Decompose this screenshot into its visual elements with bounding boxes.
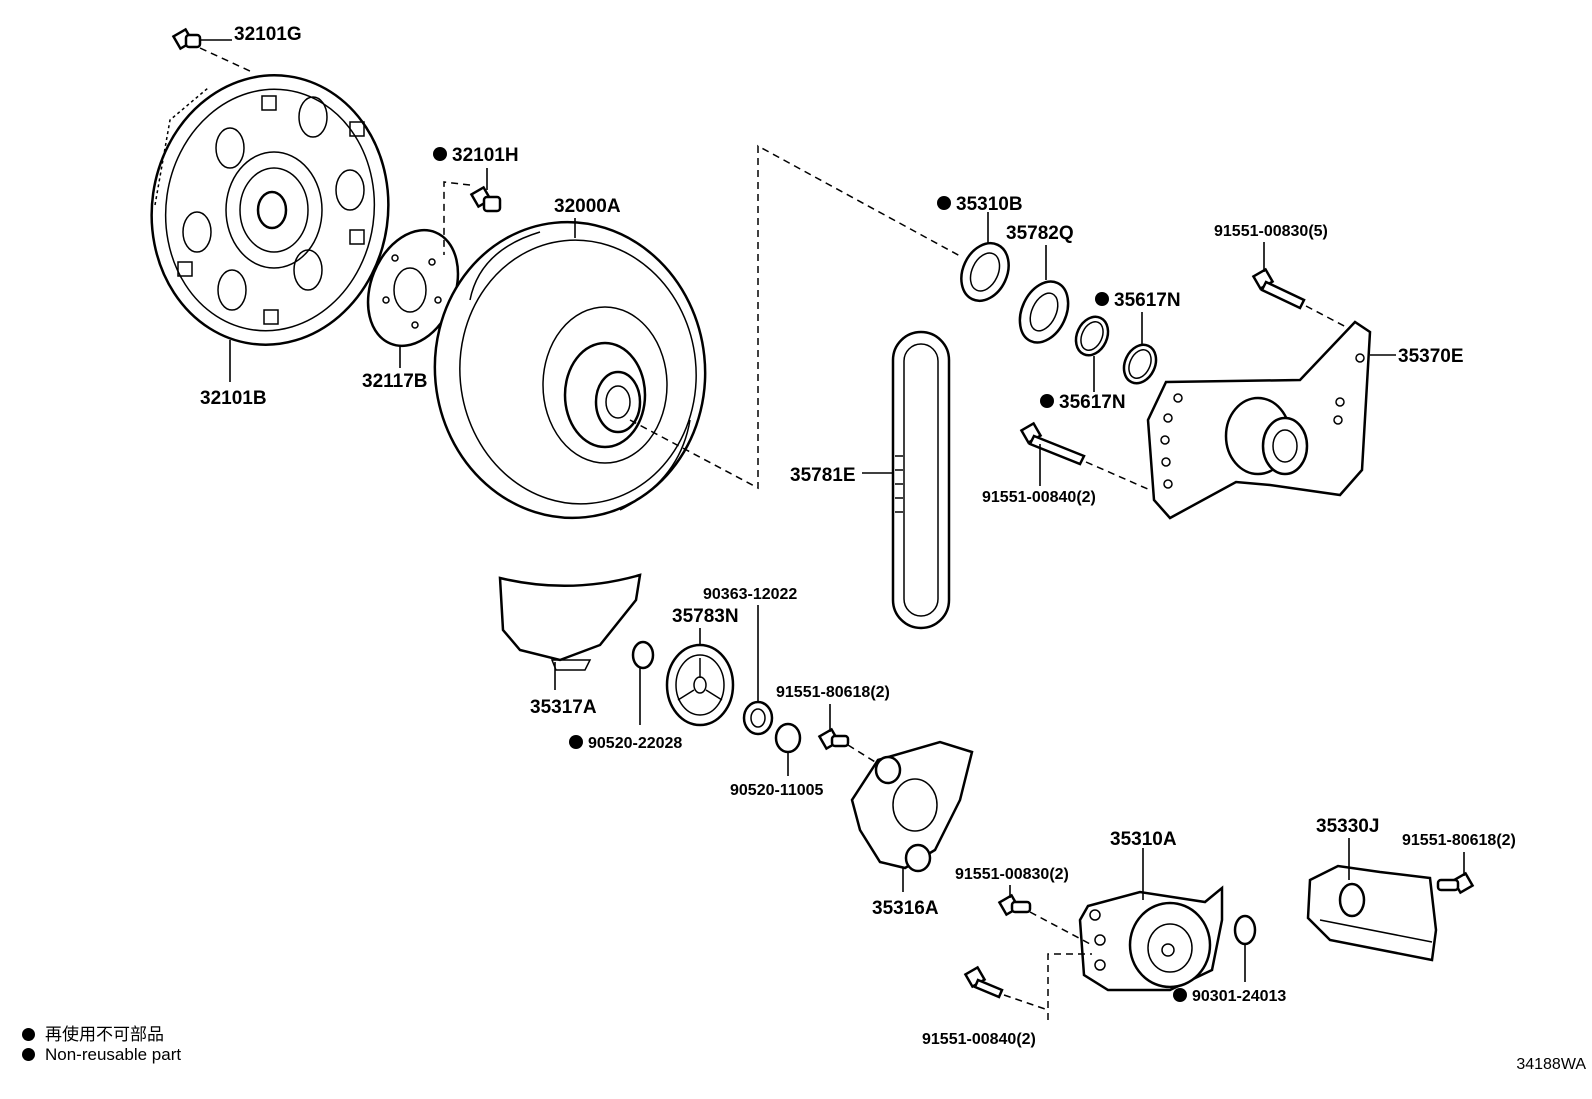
legend-text-japanese: 再使用不可部品 [45, 1025, 164, 1045]
label-32101B: 32101B [200, 388, 267, 409]
label-32101H-group: 32101H [433, 145, 519, 166]
bolt-32101H [469, 185, 502, 213]
label-90520-22028: 90520-22028 [588, 735, 682, 752]
sprocket-35782Q [1018, 280, 1070, 344]
cover-35316A [850, 740, 974, 873]
legend-text-english: Non-reusable part [45, 1045, 182, 1064]
label-35310B: 35310B [956, 194, 1023, 215]
pump-body-35370E [1146, 320, 1372, 520]
torque-converter-32000A [433, 220, 707, 520]
label-35310A: 35310A [1110, 829, 1177, 850]
snap-ring-90520-22028 [631, 640, 655, 670]
legend-dot-icon [22, 1028, 35, 1041]
label-35317A: 35317A [530, 697, 597, 718]
o-ring-90301-24013 [1233, 914, 1257, 946]
label-35330J: 35330J [1316, 816, 1379, 837]
label-35617N-b: 35617N [1059, 392, 1126, 413]
drive-plate-32101B [150, 74, 390, 346]
figure-code: 34188WA [1516, 1056, 1586, 1073]
label-90520-22028-group: 90520-22028 [569, 735, 682, 752]
non-reusable-dot [433, 147, 447, 161]
label-91551-80618-middle: 91551-80618(2) [776, 684, 890, 701]
label-32117B: 32117B [362, 371, 428, 392]
label-91551-00830-2: 91551-00830(2) [955, 866, 1069, 883]
non-reusable-dot [1095, 292, 1109, 306]
label-35783N: 35783N [672, 606, 739, 627]
label-32101H: 32101H [452, 145, 519, 166]
bolt-91551-00840-upper [1019, 421, 1086, 466]
legend-non-reusable-japanese: 再使用不可部品 [22, 1020, 164, 1045]
bolt-32101G [171, 27, 202, 51]
legend-dot-icon [22, 1048, 35, 1061]
label-90363-12022: 90363-12022 [703, 586, 797, 603]
label-35617N-a: 35617N [1114, 290, 1181, 311]
label-35782Q: 35782Q [1006, 223, 1074, 244]
bolt-91551-80618-middle [817, 727, 850, 751]
non-reusable-dot [1040, 394, 1054, 408]
label-35617N-b-group: 35617N [1040, 392, 1126, 413]
label-32101G: 32101G [234, 24, 302, 45]
oil-seal-35310B [960, 242, 1010, 302]
label-91551-00840-upper: 91551-00840(2) [982, 489, 1096, 506]
label-35617N-a-group: 35617N [1095, 290, 1181, 311]
label-90301-24013: 90301-24013 [1192, 988, 1286, 1005]
label-90301-24013-group: 90301-24013 [1173, 988, 1286, 1005]
snap-ring-90520-11005 [774, 722, 802, 754]
bearing-90363-12022 [742, 700, 774, 736]
label-35310B-group: 35310B [937, 194, 1023, 215]
label-35370E: 35370E [1398, 346, 1464, 367]
chain-cover-35317A [498, 573, 642, 671]
non-reusable-dot [1173, 988, 1187, 1002]
label-91551-00840-lower: 91551-00840(2) [922, 1031, 1036, 1048]
chain-35781E [891, 330, 951, 630]
non-reusable-dot [569, 735, 583, 749]
non-reusable-dot [937, 196, 951, 210]
oil-pump-35310A [1078, 885, 1224, 992]
label-91551-80618-right: 91551-80618(2) [1402, 832, 1516, 849]
label-91551-00830-5: 91551-00830(5) [1214, 223, 1328, 240]
o-ring-35617N-b [1122, 343, 1158, 385]
label-32000A: 32000A [554, 196, 621, 217]
label-35781E: 35781E [790, 465, 856, 486]
legend-non-reusable-english: Non-reusable part [22, 1045, 181, 1065]
bolt-91551-00830-5 [1251, 267, 1306, 310]
bolt-91551-00840-lower [963, 965, 1004, 999]
sprocket-35783N [665, 643, 735, 727]
label-35316A: 35316A [872, 898, 939, 919]
o-ring-35617N-a [1074, 315, 1110, 357]
bolt-91551-80618-right [1436, 871, 1475, 895]
bolt-91551-00830-2 [997, 893, 1032, 917]
strainer-35330J [1306, 864, 1438, 962]
label-90520-11005: 90520-11005 [730, 782, 824, 799]
